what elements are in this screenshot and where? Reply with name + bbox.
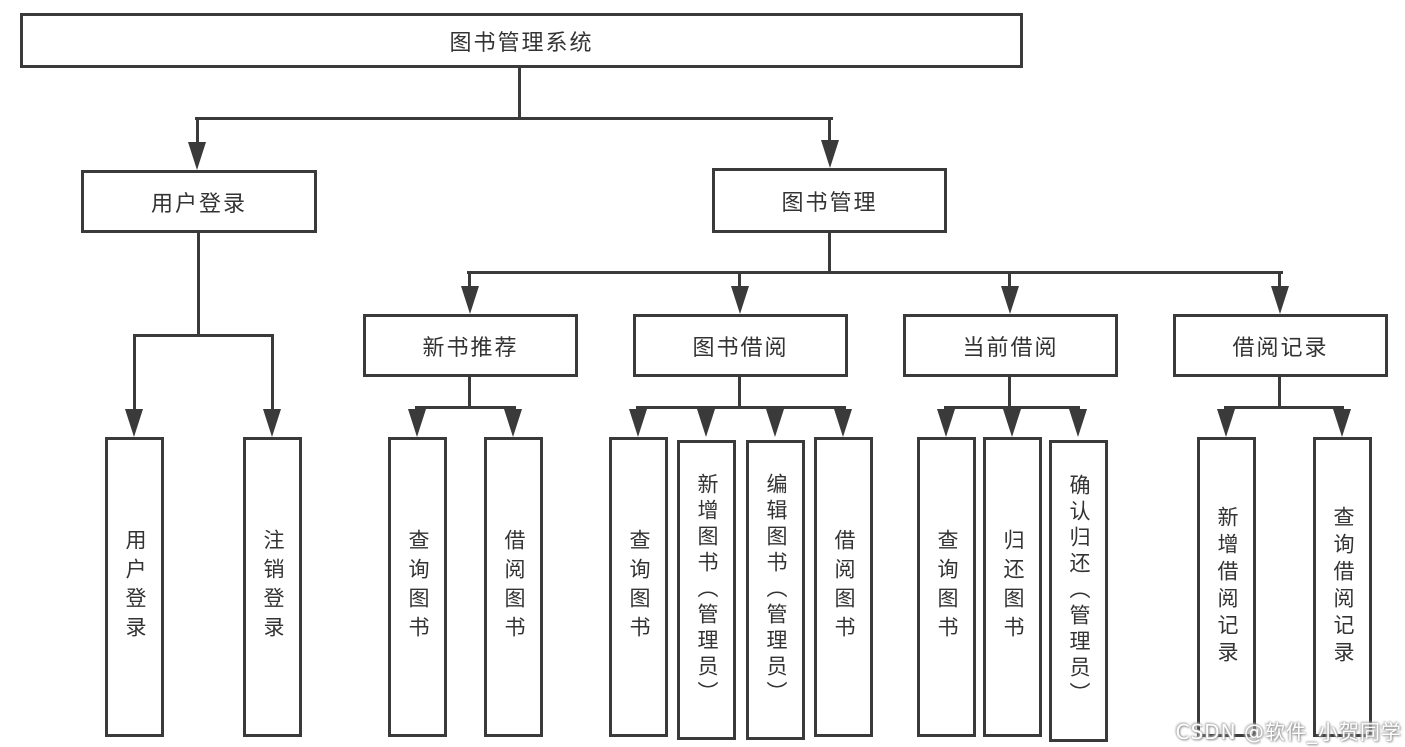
arrowhead-current-confirm bbox=[1069, 409, 1087, 437]
connector-login-horizontal bbox=[133, 334, 274, 337]
connector-stem-book-mgmt bbox=[828, 117, 831, 145]
connector-root-vertical bbox=[518, 68, 521, 120]
arrowhead-borrow-records bbox=[1271, 286, 1289, 314]
connector-stem-borrow-records bbox=[1278, 271, 1281, 289]
node-user-login: 用户登录 bbox=[81, 170, 317, 233]
node-borrowing-records: 借阅记录 bbox=[1173, 314, 1388, 377]
connector-records-horizontal bbox=[1224, 406, 1344, 409]
leaf-current-confirm-return-admin: 确认归还（管理员） bbox=[1049, 440, 1108, 742]
connector-stem-user-login bbox=[196, 117, 199, 145]
leaf-newbook-borrow-books: 借阅图书 bbox=[484, 437, 543, 737]
connector-stem-new-book bbox=[468, 271, 471, 289]
connector-login-vertical bbox=[197, 233, 200, 337]
connector-records-vertical bbox=[1278, 377, 1281, 408]
connector-current-vertical bbox=[1008, 377, 1011, 408]
arrowhead-user-login bbox=[188, 142, 206, 170]
connector-borrowing-vertical bbox=[738, 377, 741, 408]
leaf-current-query-books: 查询图书 bbox=[917, 437, 976, 737]
arrowhead-current-return bbox=[1003, 409, 1021, 437]
csdn-watermark: CSDN @软件_小贺同学 bbox=[1175, 720, 1402, 744]
arrowhead-current-borrow bbox=[1001, 286, 1019, 314]
arrowhead-newbook-query bbox=[408, 409, 426, 437]
leaf-newbook-query-books: 查询图书 bbox=[388, 437, 447, 737]
connector-stem-leaf-login bbox=[133, 334, 136, 412]
node-book-management: 图书管理 bbox=[712, 168, 947, 233]
arrowhead-leaf-logout bbox=[263, 409, 281, 437]
node-root: 图书管理系统 bbox=[20, 13, 1023, 68]
connector-borrowing-horizontal bbox=[636, 406, 846, 409]
arrowhead-borrowing-query bbox=[629, 409, 647, 437]
connector-stem-book-borrow bbox=[738, 271, 741, 289]
arrowhead-records-query bbox=[1333, 409, 1351, 437]
leaf-borrowing-borrow-books: 借阅图书 bbox=[814, 437, 873, 737]
leaf-borrowing-edit-books-admin: 编辑图书（管理员） bbox=[746, 440, 805, 740]
leaf-records-add-record: 新增借阅记录 bbox=[1197, 437, 1256, 737]
leaf-logout: 注销登录 bbox=[243, 437, 302, 737]
connector-newbook-vertical bbox=[468, 377, 471, 408]
node-current-borrowing: 当前借阅 bbox=[903, 314, 1118, 377]
connector-mgmt-vertical bbox=[828, 233, 831, 274]
leaf-borrowing-query-books: 查询图书 bbox=[609, 437, 668, 737]
arrowhead-borrowing-borrow bbox=[834, 409, 852, 437]
node-new-book-recommend: 新书推荐 bbox=[363, 314, 578, 377]
arrowhead-book-borrow bbox=[731, 286, 749, 314]
leaf-borrowing-add-books-admin: 新增图书（管理员） bbox=[677, 440, 736, 740]
connector-stem-leaf-logout bbox=[271, 334, 274, 412]
arrowhead-current-query bbox=[937, 409, 955, 437]
arrowhead-leaf-login bbox=[125, 409, 143, 437]
arrowhead-book-mgmt bbox=[821, 140, 839, 168]
node-book-borrowing: 图书借阅 bbox=[633, 314, 848, 377]
arrowhead-borrowing-edit bbox=[766, 409, 784, 437]
arrowhead-newbook-borrow bbox=[504, 409, 522, 437]
arrowhead-borrowing-add bbox=[697, 409, 715, 437]
arrowhead-records-add bbox=[1217, 409, 1235, 437]
connector-newbook-horizontal bbox=[415, 406, 516, 409]
leaf-user-login: 用户登录 bbox=[105, 437, 164, 737]
connector-stem-current-borrow bbox=[1008, 271, 1011, 289]
leaf-records-query-record: 查询借阅记录 bbox=[1313, 437, 1372, 737]
connector-current-horizontal bbox=[944, 406, 1080, 409]
connector-root-horizontal bbox=[195, 117, 833, 120]
arrowhead-new-book bbox=[461, 286, 479, 314]
leaf-current-return-books: 归还图书 bbox=[983, 437, 1042, 737]
connector-mgmt-horizontal bbox=[467, 271, 1283, 274]
